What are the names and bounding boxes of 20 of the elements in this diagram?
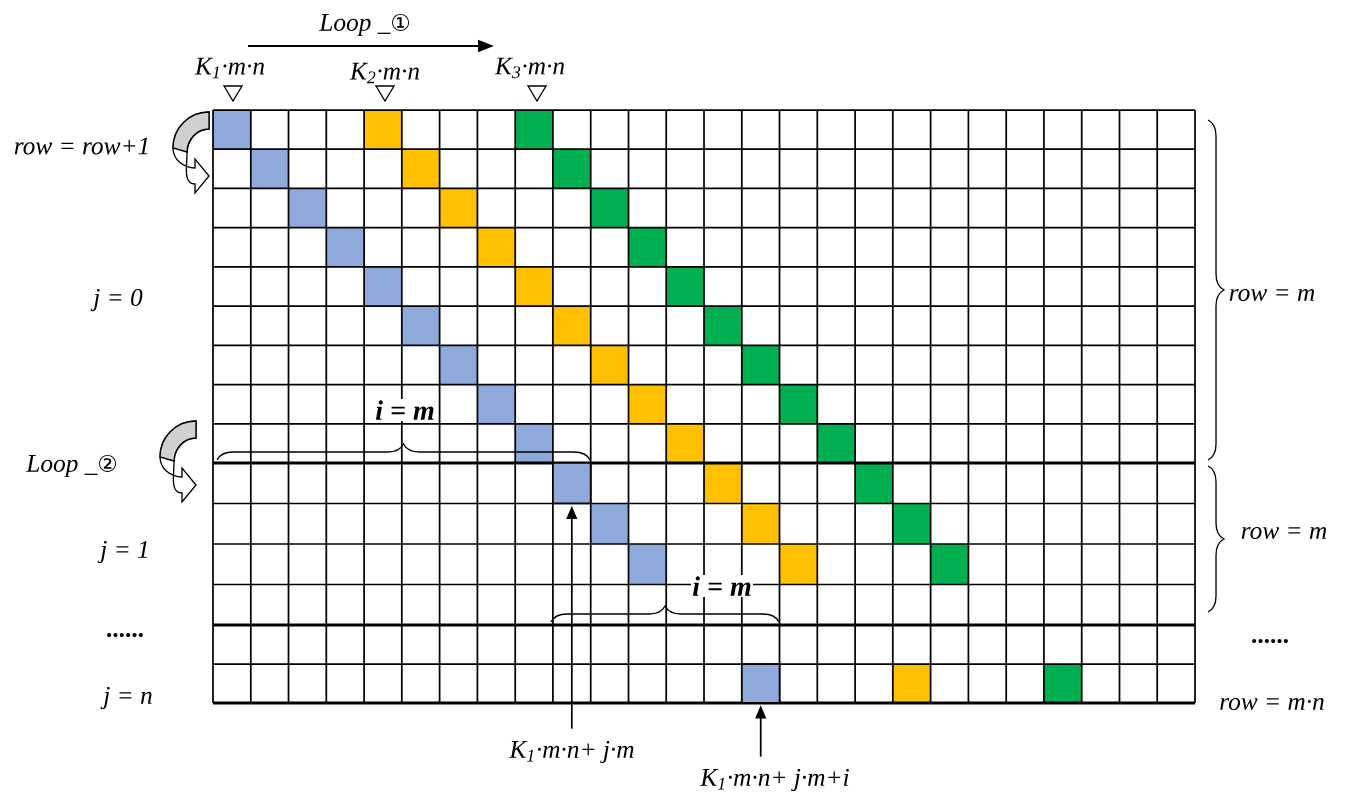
math-label: K$_{1}$·m·n xyxy=(194,57,264,79)
math-label: j = n xyxy=(100,686,152,710)
math-label: i = m xyxy=(692,576,751,596)
math-label: ...... xyxy=(1252,638,1288,644)
math-label: row = row+1 xyxy=(14,137,148,155)
math-label: row = m·n xyxy=(1220,697,1324,711)
highlighted-cell xyxy=(741,663,781,704)
math-label: Loop _① xyxy=(319,13,410,37)
math-label: ...... xyxy=(107,632,143,638)
math-label: row = m xyxy=(1241,526,1327,540)
math-label: K$_{2}$·m·n xyxy=(349,62,419,84)
math-label: j = 1 xyxy=(97,540,147,564)
math-label: K$_{3}$·m·n xyxy=(494,57,564,79)
math-label: j = 0 xyxy=(90,288,143,312)
formula-label: K$_{1}$·m·n+ j·m xyxy=(509,740,634,764)
math-label: i = m xyxy=(375,400,434,420)
formula-label: K$_{1}$·m·n+ j·m+i xyxy=(700,768,849,792)
math-label: row = m xyxy=(1229,288,1315,302)
math-label: Loop _② xyxy=(26,454,116,478)
highlighted-cell xyxy=(552,462,592,505)
